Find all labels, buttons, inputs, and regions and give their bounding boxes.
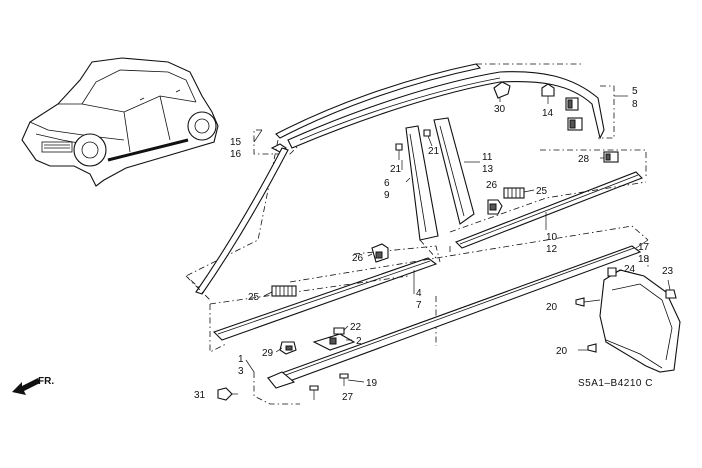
callout-14: 14 xyxy=(542,108,554,119)
clip-23 xyxy=(665,289,677,299)
callout-16: 16 xyxy=(230,149,242,160)
callout-13: 13 xyxy=(482,164,494,175)
clip-25b xyxy=(271,285,297,297)
clip-roof-a xyxy=(565,97,579,111)
callout-21a: 21 xyxy=(390,164,402,175)
callout-20a: 20 xyxy=(546,302,558,313)
callout-19: 19 xyxy=(366,378,378,389)
callout-11: 11 xyxy=(482,152,493,163)
car-illustration xyxy=(21,57,219,187)
screw-20a xyxy=(575,297,601,307)
callout-3: 3 xyxy=(238,366,244,377)
pillar-garnish-6-9 xyxy=(405,125,439,259)
callout-20b: 20 xyxy=(556,346,568,357)
pillar-garnish-11-13 xyxy=(433,117,475,225)
callout-4: 4 xyxy=(416,288,422,299)
callout-6: 6 xyxy=(384,178,390,189)
callout-18: 18 xyxy=(638,254,650,265)
screw-21a xyxy=(395,143,403,160)
screw-20b xyxy=(587,343,597,353)
drip-molding xyxy=(185,129,299,295)
clip-30 xyxy=(493,81,511,102)
clip-29 xyxy=(279,341,297,355)
roof-molding xyxy=(275,63,628,149)
callout-25a: 25 xyxy=(536,186,548,197)
direction-label: FR. xyxy=(38,376,54,387)
callout-17: 17 xyxy=(638,242,650,253)
callout-27: 27 xyxy=(342,392,354,403)
callout-31: 31 xyxy=(194,390,206,401)
clip-24 xyxy=(607,267,617,277)
clip-roof-b xyxy=(567,117,583,131)
front-door-molding xyxy=(185,245,441,353)
clip-25a xyxy=(503,187,525,199)
clip-26b xyxy=(371,243,389,263)
callout-5: 5 xyxy=(632,86,638,97)
callout-7: 7 xyxy=(416,300,422,311)
mudguard xyxy=(599,256,681,373)
callout-1: 1 xyxy=(238,354,244,365)
callout-10: 10 xyxy=(546,232,558,243)
callout-28: 28 xyxy=(578,154,590,165)
callout-26b: 26 xyxy=(352,253,364,264)
clip-14 xyxy=(541,83,555,104)
callout-24: 24 xyxy=(624,264,636,275)
screw-21b xyxy=(423,129,431,137)
side-sill-garnish xyxy=(253,225,649,405)
callout-30: 30 xyxy=(494,104,506,115)
callout-21b: 21 xyxy=(428,146,440,157)
screw-31 xyxy=(217,387,238,401)
callout-2: 2 xyxy=(356,336,362,347)
callout-15: 15 xyxy=(230,137,242,148)
screw-19 xyxy=(339,373,349,386)
rear-door-molding xyxy=(449,149,647,252)
callout-9: 9 xyxy=(384,190,390,201)
front-direction-arrow: FR. xyxy=(12,376,54,395)
callout-8: 8 xyxy=(632,99,638,110)
callout-25b: 25 xyxy=(248,292,260,303)
leader-lines xyxy=(245,129,671,383)
callout-labels: 5 8 30 14 15 16 21 21 6 9 11 13 28 26 25… xyxy=(194,86,674,403)
callout-12: 12 xyxy=(546,244,558,255)
clip-2 xyxy=(312,333,356,351)
clip-28 xyxy=(603,151,619,163)
clip-26a xyxy=(487,199,503,215)
callout-29: 29 xyxy=(262,348,274,359)
callout-22: 22 xyxy=(350,322,362,333)
screw-27 xyxy=(309,385,319,400)
diagram-code: S5A1–B4210 C xyxy=(578,378,653,389)
clip-22 xyxy=(333,327,345,335)
callout-23: 23 xyxy=(662,266,674,277)
callout-26a: 26 xyxy=(486,180,498,191)
